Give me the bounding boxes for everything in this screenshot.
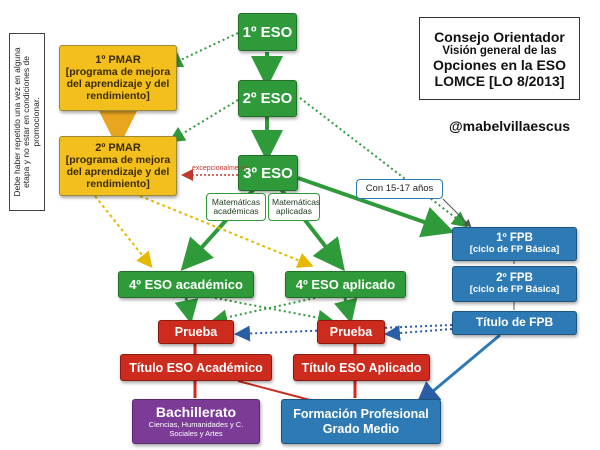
title-box: Consejo Orientador Visión general de las… bbox=[419, 17, 580, 100]
arrow-eso2-pmar2 bbox=[168, 99, 239, 143]
node-bachillerato-title: Bachillerato bbox=[155, 404, 237, 421]
arrow-eso3-fpb1 bbox=[297, 176, 455, 238]
node-eso4-academico-label: 4º ESO académico bbox=[129, 277, 243, 292]
node-fpb-2: 2º FPB [ciclo de FP Básica] bbox=[452, 266, 577, 302]
node-fpb-1-title: 1º FPB bbox=[496, 231, 533, 244]
excepcionalmente-label: excepcionalmente bbox=[192, 165, 249, 172]
arrow-tit-academico-fp bbox=[237, 380, 311, 401]
node-fp-grado-medio: Formación Profesional Grado Medio bbox=[281, 399, 441, 444]
arrow-eso4-academico-prueba-aplicado bbox=[214, 297, 334, 326]
node-pmar-1: 1º PMAR [programa de mejora del aprendiz… bbox=[59, 45, 177, 111]
node-pmar-1-title: 1º PMAR bbox=[95, 53, 141, 66]
node-mat-academicas-label: Matemáticas académicas bbox=[211, 196, 261, 216]
node-pmar-2: 2º PMAR [programa de mejora del aprendiz… bbox=[59, 136, 177, 196]
node-fpb-2-title: 2º FPB bbox=[496, 271, 533, 284]
arrow-fpb-prueba-2 bbox=[384, 325, 453, 342]
node-bachillerato-sub: Ciencias, Humanidades y C. Sociales y Ar… bbox=[148, 420, 244, 438]
node-prueba-2-label: Prueba bbox=[329, 325, 373, 339]
node-prueba-2: Prueba bbox=[317, 320, 385, 344]
node-fpb-2-sub: [ciclo de FP Básica] bbox=[469, 284, 560, 296]
node-fp-grado-medio-label: Formación Profesional Grado Medio bbox=[293, 407, 429, 436]
node-titulo-fpb: Título de FPB bbox=[452, 311, 577, 335]
node-titulo-fpb-label: Título de FPB bbox=[475, 315, 554, 330]
node-eso-3-label: 3º ESO bbox=[243, 164, 293, 182]
node-prueba-1-label: Prueba bbox=[174, 325, 218, 339]
title-line-1: Consejo Orientador bbox=[434, 28, 565, 45]
node-mat-aplicadas: Matemáticas aplicadas bbox=[268, 193, 320, 221]
node-eso4-aplicado-label: 4º ESO aplicado bbox=[295, 277, 396, 292]
node-pmar-2-sub: [programa de mejora del aprendizaje y de… bbox=[65, 154, 171, 191]
arrow-titulo-fpb-fp bbox=[415, 333, 501, 406]
arrow-con15-fpb1 bbox=[442, 198, 472, 228]
author-handle: @mabelvillaescus bbox=[449, 118, 571, 134]
node-eso-3: 3º ESO bbox=[238, 155, 298, 191]
node-eso4-aplicado: 4º ESO aplicado bbox=[285, 271, 406, 298]
node-mat-aplicadas-label: Matemáticas aplicadas bbox=[272, 196, 321, 216]
title-line-3: Opciones en la ESO bbox=[432, 56, 567, 73]
node-con-15-17: Con 15-17 años bbox=[356, 179, 443, 199]
arrow-eso1-pmar1 bbox=[166, 32, 239, 68]
title-line-4: LOMCE [LO 8/2013] bbox=[434, 72, 565, 89]
side-note: Debe haber repetido una vez en alguna et… bbox=[9, 33, 45, 211]
node-fpb-1: 1º FPB [ciclo de FP Básica] bbox=[452, 227, 577, 261]
arrow-eso4-academico-prueba bbox=[174, 297, 199, 324]
node-eso-2: 2º ESO bbox=[238, 80, 297, 117]
node-titulo-academico-label: Título ESO Académico bbox=[129, 360, 263, 375]
arrow-eso4-aplicado-prueba bbox=[333, 297, 358, 324]
side-note-text: Debe haber repetido una vez en alguna et… bbox=[11, 47, 41, 197]
title-line-2: Visión general de las bbox=[442, 44, 557, 57]
node-titulo-aplicado: Título ESO Aplicado bbox=[293, 354, 430, 381]
node-titulo-aplicado-label: Título ESO Aplicado bbox=[301, 360, 422, 375]
arrow-pmar2-eso4-academico bbox=[94, 195, 153, 269]
node-pmar-2-title: 2º PMAR bbox=[95, 141, 141, 154]
node-eso-2-label: 2º ESO bbox=[242, 90, 293, 107]
node-mat-academicas: Matemáticas académicas bbox=[206, 193, 266, 221]
node-eso4-academico: 4º ESO académico bbox=[118, 271, 254, 298]
node-bachillerato: Bachillerato Ciencias, Humanidades y C. … bbox=[132, 399, 260, 444]
node-prueba-1: Prueba bbox=[158, 320, 234, 344]
node-fpb-1-sub: [ciclo de FP Básica] bbox=[469, 244, 560, 256]
node-eso-1-label: 1º ESO bbox=[242, 23, 293, 41]
node-eso-1: 1º ESO bbox=[238, 13, 297, 51]
arrow-eso4-aplicado-prueba-academico bbox=[211, 297, 316, 326]
node-pmar-1-sub: [programa de mejora del aprendizaje y de… bbox=[65, 66, 171, 103]
node-con-15-17-label: Con 15-17 años bbox=[365, 182, 434, 194]
arrow-fpb-prueba-1 bbox=[234, 324, 453, 342]
arrow-pmar2-eso4-aplicado bbox=[139, 195, 314, 268]
node-titulo-academico: Título ESO Académico bbox=[120, 354, 272, 381]
